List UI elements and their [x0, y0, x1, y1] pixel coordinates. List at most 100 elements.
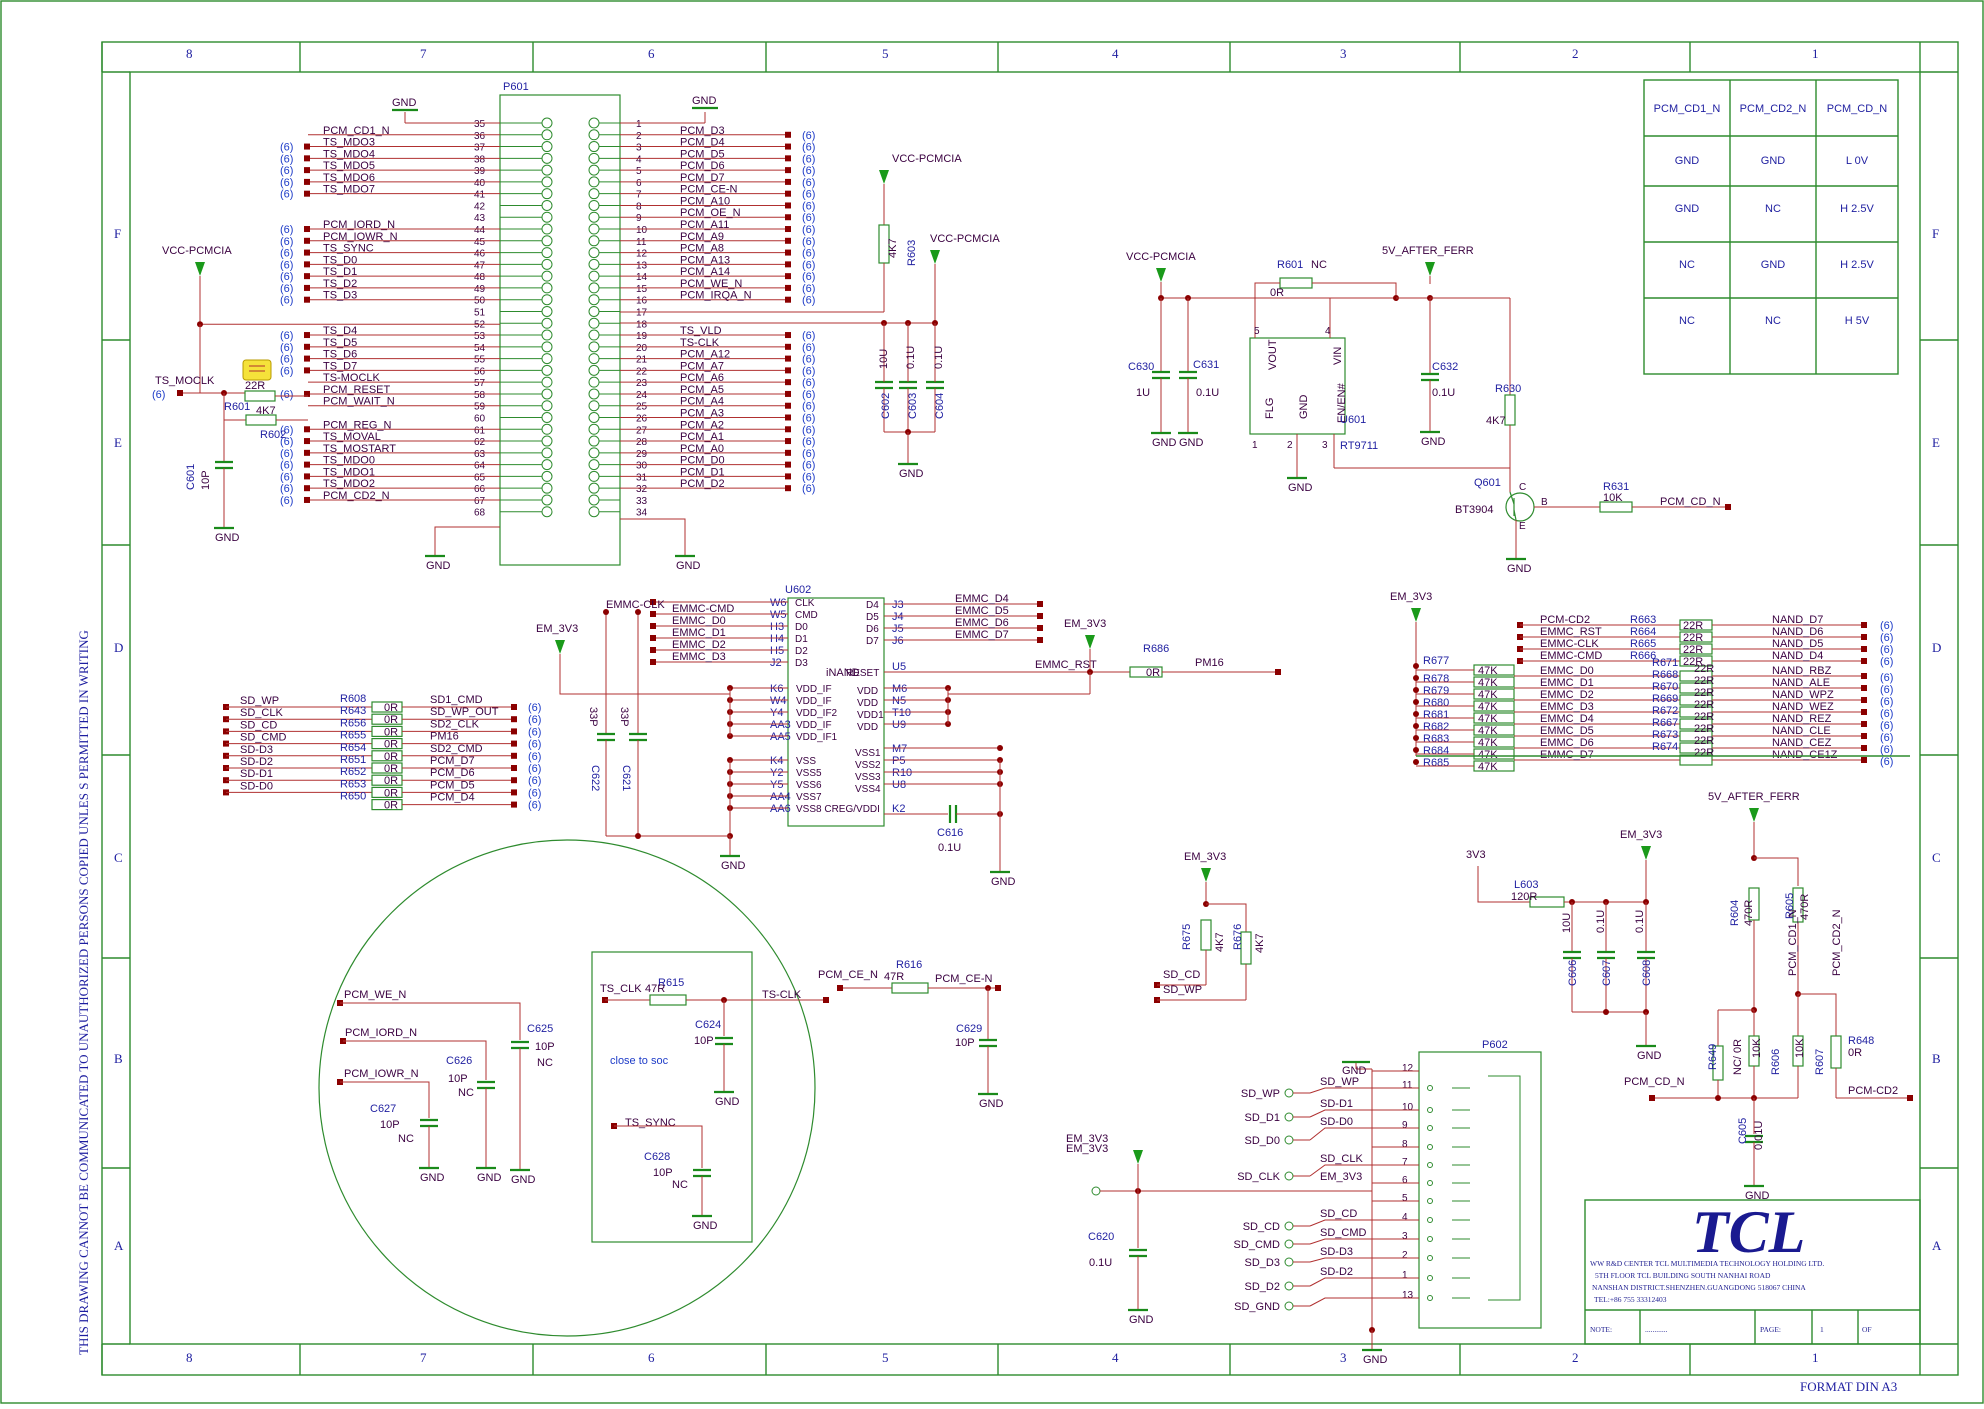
r675-ref: R675: [1181, 924, 1193, 950]
net-name: PCM_CD1_N: [323, 125, 390, 137]
c628-ref: C628: [644, 1151, 670, 1163]
ts-clk2-label: TS-CLK: [762, 989, 802, 1001]
title-line: 5TH FLOOR TCL BUILDING SOUTH NANHAI ROAD: [1595, 1271, 1771, 1280]
sheet-ref: (6): [280, 354, 293, 366]
net-terminal: [1037, 613, 1043, 619]
p602-outer-net: SD_WP: [1241, 1088, 1280, 1100]
sd-net-left: SD-D3: [240, 744, 273, 756]
em-3v3-reset: EM_3V3: [1064, 618, 1106, 657]
net-name: TS_MDO6: [323, 172, 375, 184]
u602-pin-name: VSS: [796, 756, 816, 767]
nand-pullup-value: 47K: [1478, 737, 1498, 749]
emmc-rst-label: EMMC_RST: [1035, 659, 1097, 671]
power-arrow: [555, 640, 565, 654]
sd-net-left: SD-D2: [240, 756, 273, 768]
sd-port-symbol: [1284, 1171, 1294, 1181]
c625-nc: NC: [537, 1057, 553, 1069]
r649-value: NC/ 0R: [1732, 1039, 1744, 1075]
pin-socket-left: [541, 282, 553, 294]
column-label-top: 6: [648, 46, 655, 61]
pm16-label: PM16: [1195, 657, 1224, 669]
pin-number: 27: [636, 425, 648, 436]
nand-net-top: EMMC-CMD: [1540, 650, 1602, 662]
c622-value: 33P: [587, 707, 599, 727]
sheet-ref: (6): [280, 424, 293, 436]
pin-number: 3: [636, 143, 642, 154]
l603-value: 120R: [1511, 891, 1537, 903]
ground-label: GND: [1637, 1050, 1662, 1062]
sd-res-value: 0R: [384, 751, 398, 763]
net-terminal: [1861, 634, 1867, 640]
p602-contact: [1427, 1217, 1433, 1223]
sheet-ref: (6): [802, 342, 815, 354]
pin-number: 1: [636, 119, 642, 130]
c616-value: 0.1U: [938, 842, 961, 854]
pin-socket-right: [588, 482, 600, 494]
r631-ref: R631: [1603, 481, 1629, 493]
junction-dot: [603, 609, 609, 615]
pin-socket-right: [588, 470, 600, 482]
c604-ref: C604: [934, 393, 946, 419]
u602-pin-num: Y4: [770, 707, 783, 719]
pin-number: 57: [474, 378, 486, 389]
c621-value: 33P: [618, 707, 630, 727]
nand-pullup-ref: R680: [1423, 697, 1449, 709]
p602-contact: [1427, 1275, 1433, 1281]
capacitor: [1637, 950, 1655, 960]
sheet-ref: (6): [802, 424, 815, 436]
gnd-c620: GND: [1128, 1302, 1154, 1326]
pin-socket-right: [588, 129, 600, 141]
net-terminal-left: [304, 343, 310, 350]
resistor-r630: [1504, 394, 1516, 426]
r607-ref: R607: [1814, 1049, 1826, 1075]
r676-ref: R676: [1232, 924, 1244, 950]
column-label-bottom: 5: [882, 1350, 889, 1365]
net-name: PCM_IOWR_N: [323, 231, 398, 243]
column-label-top: 2: [1572, 46, 1579, 61]
nand-net-right: NAND_RBZ: [1772, 665, 1832, 677]
nand-net-mid: EMMC_D1: [1540, 677, 1594, 689]
pin-number: 26: [636, 414, 648, 425]
pin-number: 45: [474, 237, 486, 248]
q601-e: E: [1519, 521, 1526, 532]
net-terminal-right: [785, 249, 791, 256]
net-terminal-left: [304, 296, 310, 303]
net-name: PCM_WAIT_N: [323, 396, 395, 408]
pin-number: 9: [636, 213, 642, 224]
pcm-cd-n-label: PCM_CD_N: [1660, 496, 1721, 508]
u602-pin-num: N5: [892, 695, 906, 707]
nand-res-value: 22R: [1694, 687, 1714, 699]
net-name: TS_D1: [323, 266, 357, 278]
net-terminal-left: [304, 449, 310, 456]
net-name: TS_MDO5: [323, 160, 375, 172]
c631-ref: C631: [1193, 359, 1219, 371]
net-name: TS_MOSTART: [323, 443, 396, 455]
p602-contact: [1427, 1180, 1433, 1186]
ts-clk-label: TS_CLK: [600, 983, 642, 995]
capacitor: [926, 380, 944, 390]
net-name: TS_D6: [323, 349, 357, 361]
sheet-ref: (6): [802, 248, 815, 260]
pin-number: 64: [474, 461, 486, 472]
table-cell: L 0V: [1846, 155, 1869, 167]
c601-value: 10P: [200, 470, 212, 490]
p602-inner-net: SD-D2: [1320, 1266, 1353, 1278]
capacitor-c628: [693, 1168, 711, 1178]
u601-pin: VOUT: [1267, 339, 1279, 370]
u602-pin-num: U5: [892, 661, 906, 673]
nand-net-right: NAND_WEZ: [1772, 701, 1834, 713]
net-name: PCM_A6: [680, 372, 724, 384]
gnd-vss-right: GND: [990, 864, 1016, 888]
pin-number: 42: [474, 201, 486, 212]
sd-card-connector-p602: P60212111098765432113GNDGNDSD_WPSD_D1SD_…: [1066, 851, 1542, 1366]
gnd-p601-br: GND: [675, 548, 701, 572]
pcm-ce-n2-label: PCM_CE-N: [935, 973, 993, 985]
row-label-right: A: [1932, 1238, 1942, 1253]
wire: [1312, 282, 1397, 298]
u602-net: EMMC_D4: [955, 593, 1009, 605]
u602-pin-name: D4: [866, 600, 879, 611]
gnd-vss-left: GND: [720, 848, 746, 872]
close-to-soc-area: close to socPCM_WE_NGNDC62510PNCPCM_IORD…: [318, 839, 1004, 1337]
